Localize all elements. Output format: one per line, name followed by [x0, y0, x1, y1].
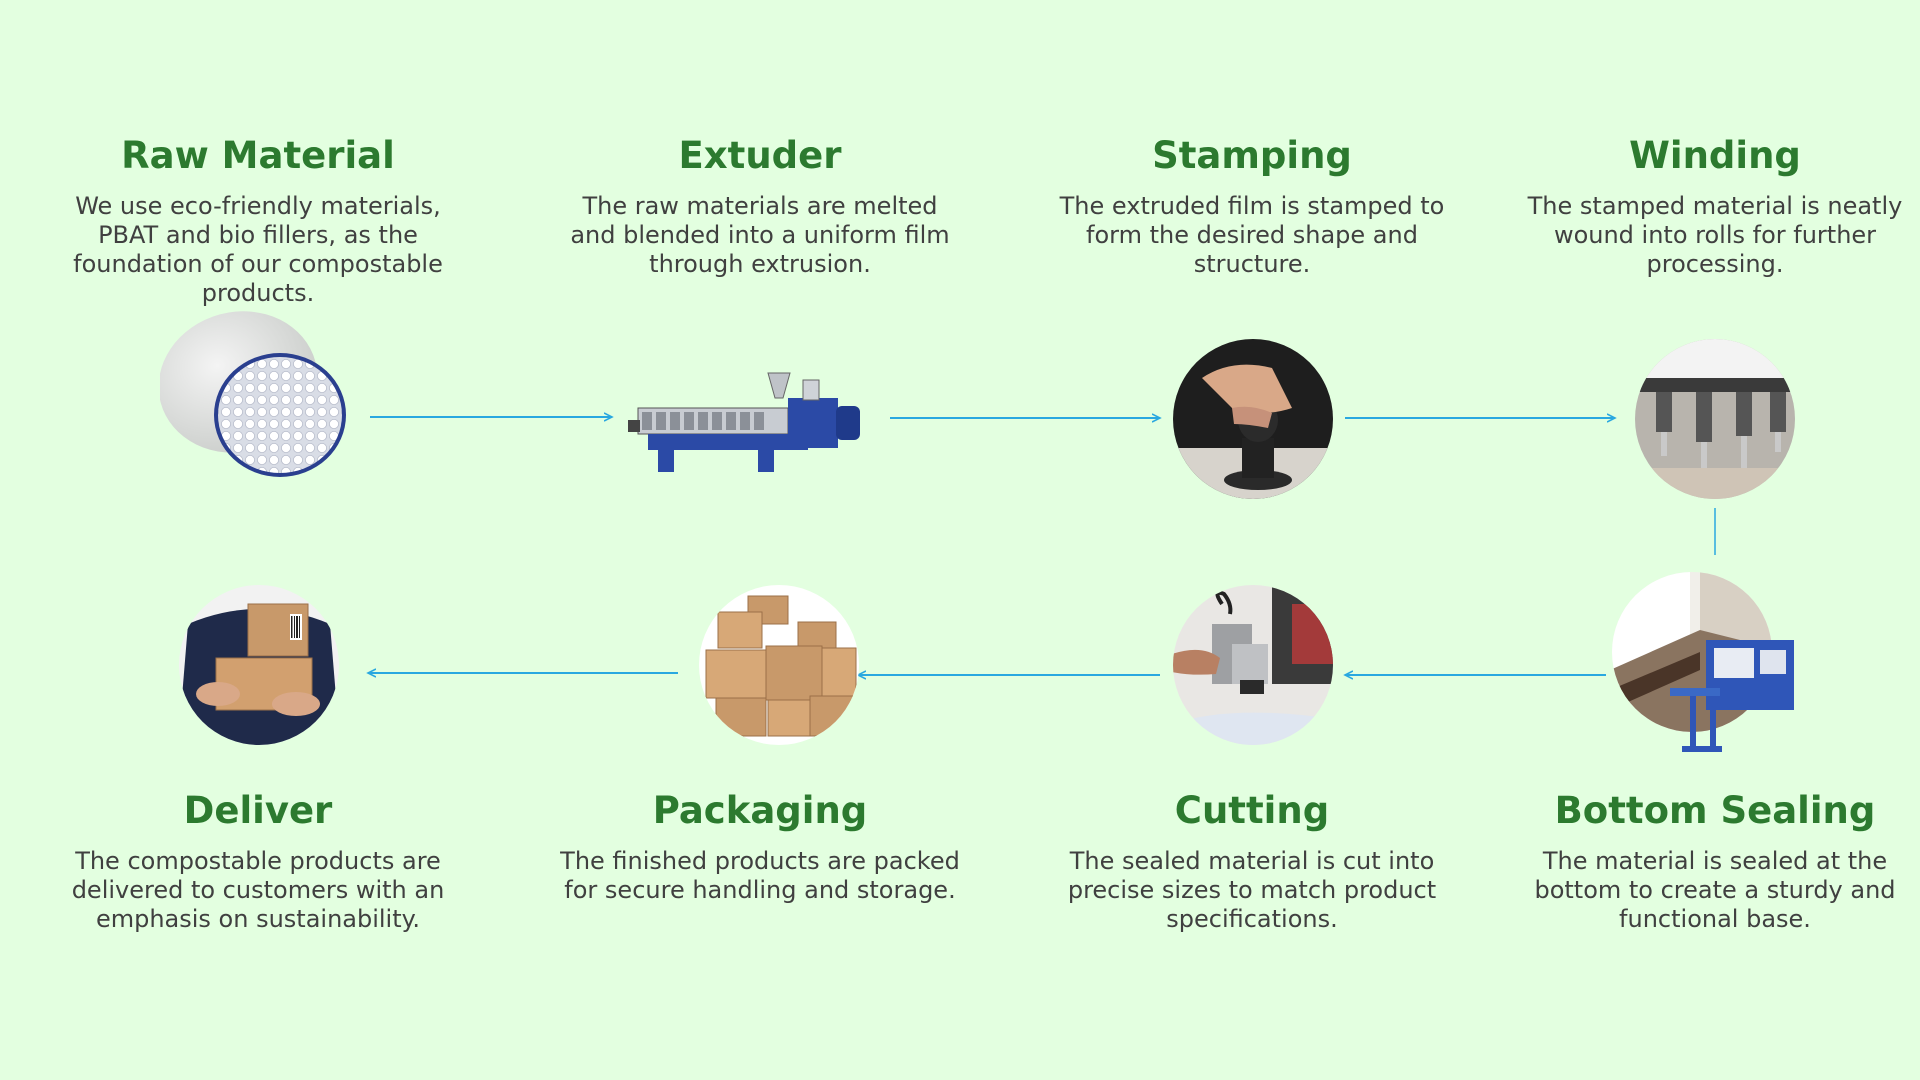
boxes-icon — [699, 585, 859, 745]
step-raw-material: Raw Material We use eco-friendly materia… — [48, 134, 468, 308]
step-description: We use eco-friendly materials, PBAT and … — [73, 191, 443, 307]
step-title: Extuder — [678, 134, 842, 177]
step-winding: Winding The stamped material is neatly w… — [1505, 134, 1920, 279]
step-description: The raw materials are melted and blended… — [570, 191, 950, 278]
step-description: The compostable products are delivered t… — [71, 846, 445, 933]
step-title: Winding — [1629, 134, 1801, 177]
stamp-icon — [1173, 339, 1333, 499]
step-description: The extruded film is stamped to form the… — [1059, 191, 1445, 278]
step-description: The sealed material is cut into precise … — [1067, 846, 1437, 933]
step-title: Cutting — [1174, 789, 1330, 832]
step-packaging: Packaging The finished products are pack… — [550, 789, 970, 905]
step-description: The material is sealed at the bottom to … — [1534, 846, 1896, 933]
step-title: Stamping — [1152, 134, 1352, 177]
step-description: The finished products are packed for sec… — [560, 846, 960, 904]
step-title: Bottom Sealing — [1554, 789, 1876, 832]
step-extruder: Extuder The raw materials are melted and… — [550, 134, 970, 279]
step-bottom-sealing: Bottom Sealing The material is sealed at… — [1505, 789, 1920, 934]
cutting-icon — [1173, 585, 1333, 745]
pellets-icon — [160, 311, 346, 477]
extruder-machine-icon — [628, 372, 860, 472]
step-description: The stamped material is neatly wound int… — [1527, 191, 1903, 278]
step-deliver: Deliver The compostable products are del… — [48, 789, 468, 934]
step-title: Raw Material — [121, 134, 395, 177]
delivery-person-icon — [179, 585, 339, 745]
step-stamping: Stamping The extruded film is stamped to… — [1042, 134, 1462, 279]
sealing-machine-icon — [1612, 572, 1794, 752]
winding-machine-icon — [1635, 339, 1795, 499]
step-cutting: Cutting The sealed material is cut into … — [1042, 789, 1462, 934]
step-title: Packaging — [652, 789, 868, 832]
step-title: Deliver — [183, 789, 333, 832]
